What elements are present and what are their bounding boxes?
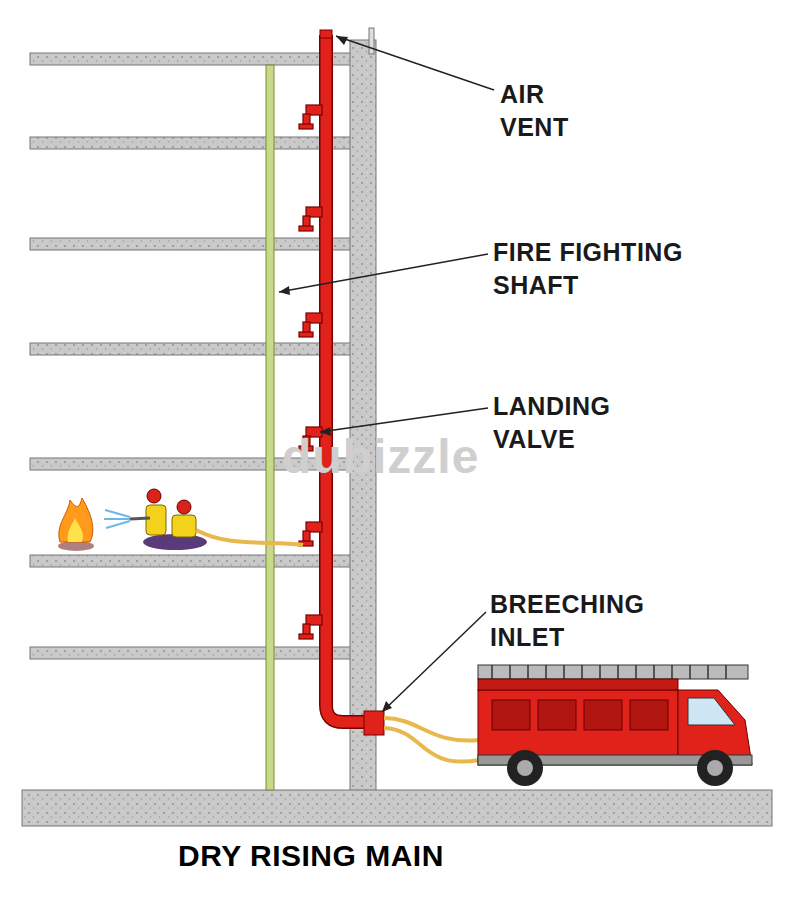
- watermark: dubizzle: [282, 440, 542, 473]
- wall: [350, 40, 376, 792]
- part-label: BREECHING INLET: [490, 588, 690, 654]
- firefighters: [130, 489, 207, 550]
- supply-hoses: [384, 718, 480, 762]
- floor-slabs: [30, 53, 352, 659]
- water-spray: [104, 510, 130, 528]
- ground-slab: [22, 790, 772, 826]
- delivery-hose: [196, 530, 303, 545]
- part-label: AIR VENT: [500, 78, 590, 144]
- landing-valves: [299, 105, 322, 639]
- leader-lines: [279, 36, 494, 712]
- rising-main-pipe: [320, 30, 368, 722]
- fire-truck: [478, 665, 752, 786]
- breeching-inlet: [364, 711, 384, 735]
- diagram-title: DRY RISING MAIN: [178, 838, 598, 874]
- fire-fighting-shaft: [266, 65, 274, 790]
- part-label: FIRE FIGHTING SHAFT: [493, 236, 743, 302]
- leader-arrowheads: [279, 36, 392, 712]
- part-label: LANDING VALVE: [493, 390, 653, 456]
- vent-stub: [369, 28, 374, 54]
- fire: [58, 498, 94, 551]
